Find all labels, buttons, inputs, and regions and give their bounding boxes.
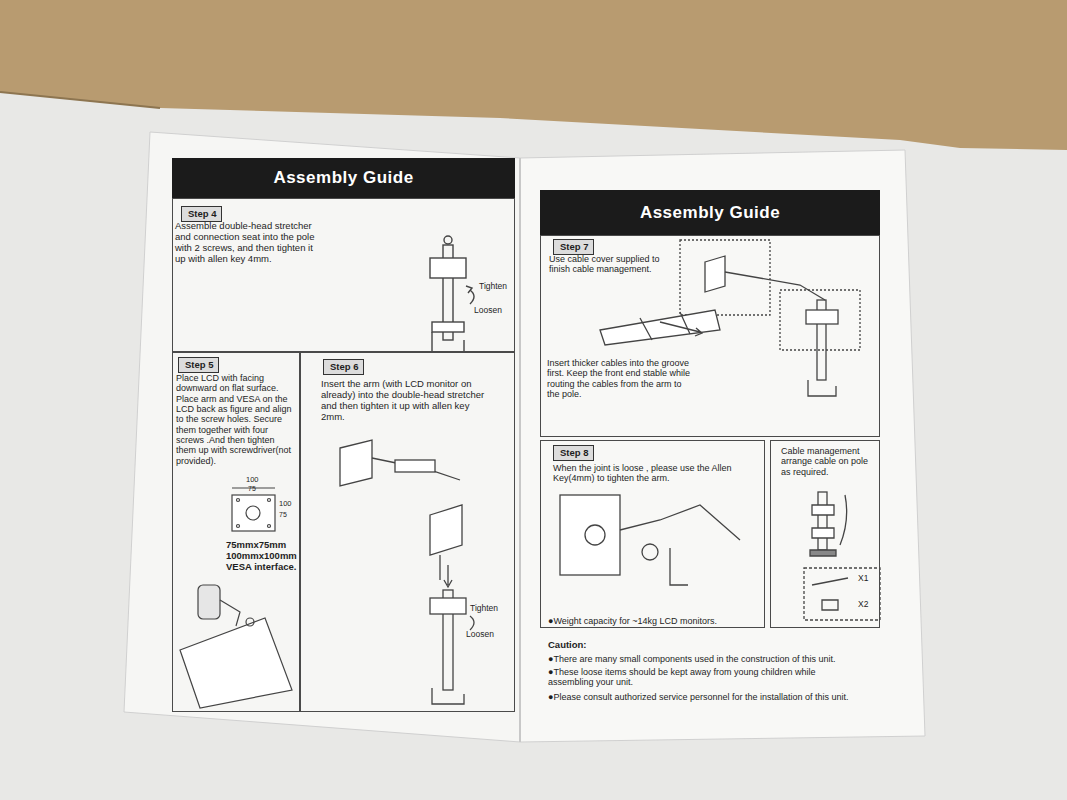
cardboard-box bbox=[0, 0, 1067, 150]
step-label: Step 6 bbox=[330, 362, 359, 373]
note-label: 100 bbox=[246, 476, 259, 485]
note-label: Caution: bbox=[548, 640, 587, 651]
step-label: Step 4 bbox=[188, 209, 217, 220]
step-tag: Step 6 bbox=[323, 359, 364, 375]
step-tag: Step 8 bbox=[553, 445, 594, 461]
instruction-text: Insert thicker cables into the groove fi… bbox=[547, 358, 692, 399]
header-text: Assembly Guide bbox=[172, 158, 515, 198]
step-tag: Step 5 bbox=[178, 357, 219, 373]
note-label: ●Weight capacity for ~14kg LCD monitors. bbox=[548, 616, 758, 626]
monitor-back bbox=[180, 585, 292, 708]
left-page bbox=[124, 132, 520, 742]
note-label: ●These loose items should be kept away f… bbox=[548, 667, 838, 688]
step-panel: When the joint is loose , please use the… bbox=[540, 440, 765, 628]
note-label: Tighten bbox=[479, 282, 507, 292]
step-label: Step 5 bbox=[185, 360, 214, 371]
note-label: 100 bbox=[279, 500, 292, 509]
note-label: 75mmx75mm 100mmx100mm VESA interface. bbox=[226, 540, 306, 573]
note-label: X2 bbox=[858, 600, 868, 610]
note-label: 75 bbox=[279, 511, 287, 519]
note-label: 75 bbox=[248, 485, 256, 493]
step4-pole bbox=[430, 236, 474, 352]
note-label: Loosen bbox=[466, 630, 494, 640]
vesa-plate bbox=[232, 488, 275, 531]
step-tag: Step 7 bbox=[553, 239, 594, 255]
header-band: Assembly Guide bbox=[172, 158, 515, 198]
step-panel: Assemble double-head stretcher and conne… bbox=[172, 198, 515, 352]
step-label: Step 7 bbox=[560, 242, 589, 253]
instruction-text: Insert the arm (with LCD monitor on alre… bbox=[321, 379, 489, 423]
instruction-text: When the joint is loose , please use the… bbox=[553, 463, 748, 484]
step-label: Step 8 bbox=[560, 448, 589, 459]
note-label: Loosen bbox=[474, 306, 502, 316]
step-panel: Use cable cover supplied to finish cable… bbox=[540, 235, 880, 437]
note-label: ●Please consult authorized service perso… bbox=[548, 692, 868, 702]
header-band: Assembly Guide bbox=[540, 190, 880, 235]
note-label: ●There are many small components used in… bbox=[548, 654, 868, 664]
step6-arm bbox=[340, 440, 474, 704]
step8-arm bbox=[560, 495, 740, 585]
instruction-text: Use cable cover supplied to finish cable… bbox=[549, 254, 674, 275]
step-tag: Step 4 bbox=[181, 206, 222, 222]
step-panel: Place LCD with facing downward on flat s… bbox=[172, 352, 300, 712]
note-label: Tighten bbox=[470, 604, 498, 614]
instruction-text: Assemble double-head stretcher and conne… bbox=[175, 221, 315, 265]
instruction-text: Cable management arrange cable on pole a… bbox=[781, 446, 873, 477]
header-text: Assembly Guide bbox=[540, 190, 880, 235]
note-label: X1 bbox=[858, 574, 868, 584]
page-fold bbox=[519, 158, 521, 742]
instruction-text: Place LCD with facing downward on flat s… bbox=[176, 373, 294, 466]
right-page bbox=[520, 150, 925, 742]
cable-pole bbox=[804, 492, 880, 620]
step-panel: Insert the arm (with LCD monitor on alre… bbox=[300, 352, 515, 712]
